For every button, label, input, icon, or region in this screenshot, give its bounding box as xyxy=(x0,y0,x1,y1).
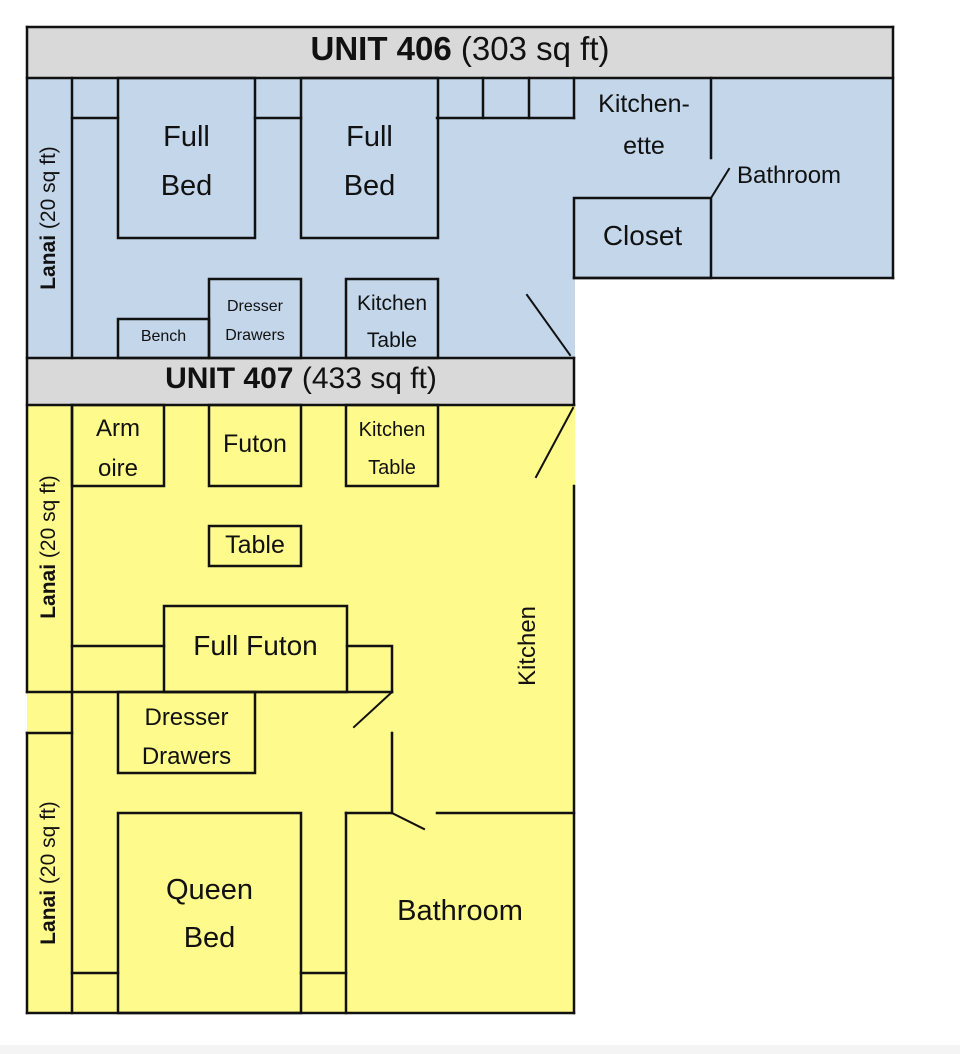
kitchenette-label: Kitchen- ette xyxy=(598,90,690,160)
unit-407-lanai-label-2: Lanai (20 sq ft) xyxy=(37,801,60,945)
unit-406-floor xyxy=(27,78,893,278)
full-futon-label: Full Futon xyxy=(193,630,318,661)
page-bottom-edge xyxy=(0,1045,960,1054)
unit-407-area: (433 sq ft) xyxy=(301,362,437,395)
closet-label: Closet xyxy=(602,220,683,251)
unit-407-title: UNIT 407 (433 sq ft) xyxy=(27,362,575,396)
full-bed-1-label: Full Bed xyxy=(160,121,213,202)
unit-407-kitchen-table-label: Kitchen Table xyxy=(358,419,426,479)
futon-label: Futon xyxy=(223,430,287,458)
unit-407-dresser-label: Dresser Drawers xyxy=(141,704,232,770)
armoire-label: Arm oire xyxy=(96,415,140,482)
bench-label: Bench xyxy=(140,328,187,345)
unit-406-kitchen-table-label: Kitchen Table xyxy=(356,292,428,352)
unit-407-bathroom-label: Bathroom xyxy=(397,895,523,927)
queen-bed-label: Queen Bed xyxy=(165,874,254,954)
unit-406-area: (303 sq ft) xyxy=(460,30,610,67)
unit-406-header-band xyxy=(27,27,893,78)
unit-406-dresser-label: Dresser Drawers xyxy=(225,298,285,344)
unit-407-header-band xyxy=(27,358,575,405)
unit-406-title-bold: UNIT 406 xyxy=(310,30,452,67)
table-label: Table xyxy=(225,531,285,559)
kitchen-label: Kitchen xyxy=(514,605,541,687)
unit-406-lanai-label: Lanai (20 sq ft) xyxy=(37,146,60,290)
unit-407-lanai-label-1: Lanai (20 sq ft) xyxy=(37,475,60,619)
unit-407-title-bold: UNIT 407 xyxy=(165,362,294,395)
unit-406-bathroom-label: Bathroom xyxy=(737,162,842,189)
full-bed-2-label: Full Bed xyxy=(343,121,396,202)
unit-406-title: UNIT 406 (303 sq ft) xyxy=(27,30,893,68)
